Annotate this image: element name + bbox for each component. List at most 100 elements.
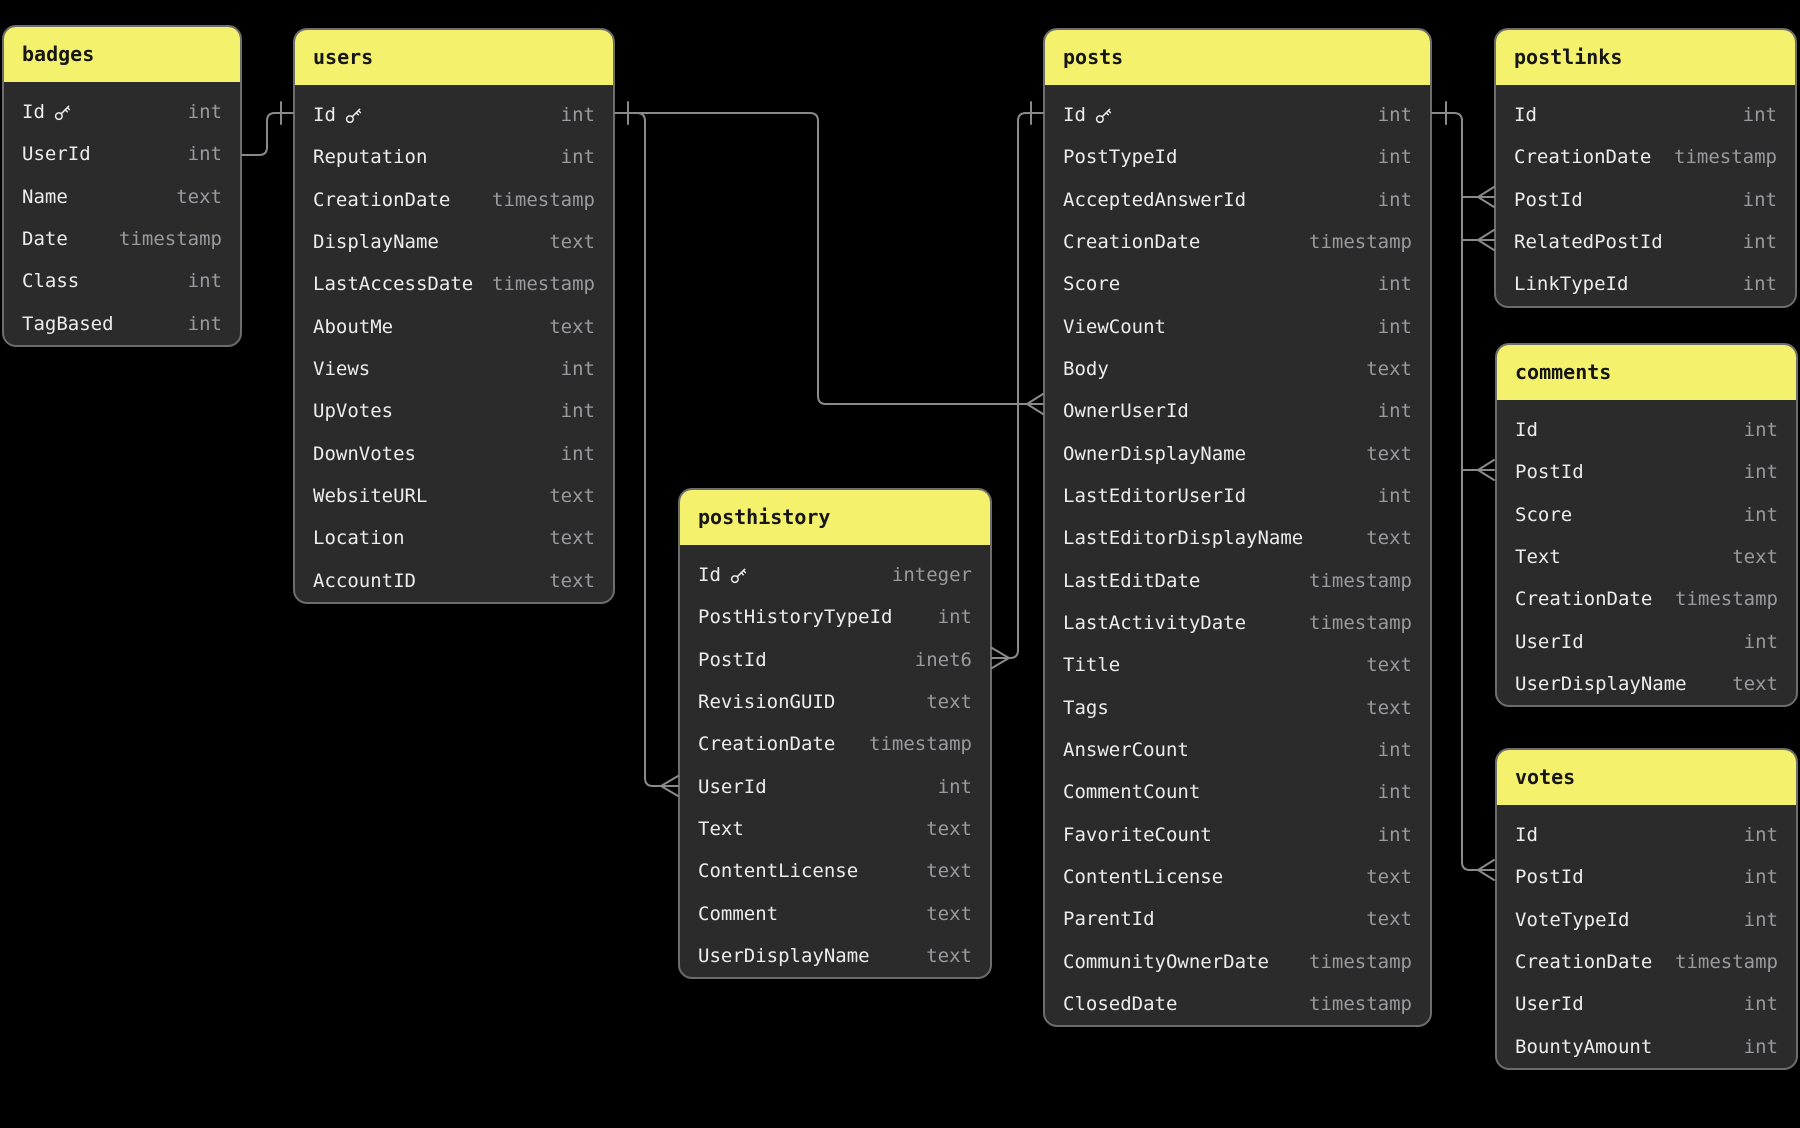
table-header-comments[interactable]: comments: [1497, 345, 1796, 400]
field-type: int: [1377, 823, 1412, 846]
table-header-badges[interactable]: badges: [4, 27, 240, 82]
field-name: Body: [1063, 358, 1109, 381]
field-name: ClosedDate: [1063, 993, 1178, 1016]
field-type: text: [549, 527, 595, 550]
relationship-line-users-id-to-posthistory-userid[interactable]: [614, 112, 662, 787]
field-type: inet6: [914, 648, 972, 671]
field-type: timestamp: [869, 733, 972, 756]
field-name: Id: [698, 564, 747, 586]
field-type: timestamp: [492, 188, 595, 211]
table-header-posthistory[interactable]: posthistory: [680, 490, 990, 545]
relationship-line-badges-userid-to-users-id[interactable]: [241, 112, 294, 156]
relationship-line-users-id-to-posts-owneruserid[interactable]: [614, 112, 1028, 405]
table-header-posts[interactable]: posts: [1045, 30, 1430, 85]
table-header-users[interactable]: users: [295, 30, 613, 85]
field-row-posts-FavoriteCount[interactable]: FavoriteCount int: [1045, 814, 1430, 856]
field-name: FavoriteCount: [1063, 823, 1212, 846]
relationship-line-posts-id-to-votes-postid[interactable]: [1431, 112, 1479, 871]
field-type: timestamp: [1309, 231, 1412, 254]
table-header-postlinks[interactable]: postlinks: [1496, 30, 1795, 85]
field-name: PostId: [1515, 461, 1584, 484]
table-header-votes[interactable]: votes: [1497, 750, 1796, 805]
relationship-line-posts-id-to-posthistory-postid[interactable]: [1008, 112, 1044, 659]
